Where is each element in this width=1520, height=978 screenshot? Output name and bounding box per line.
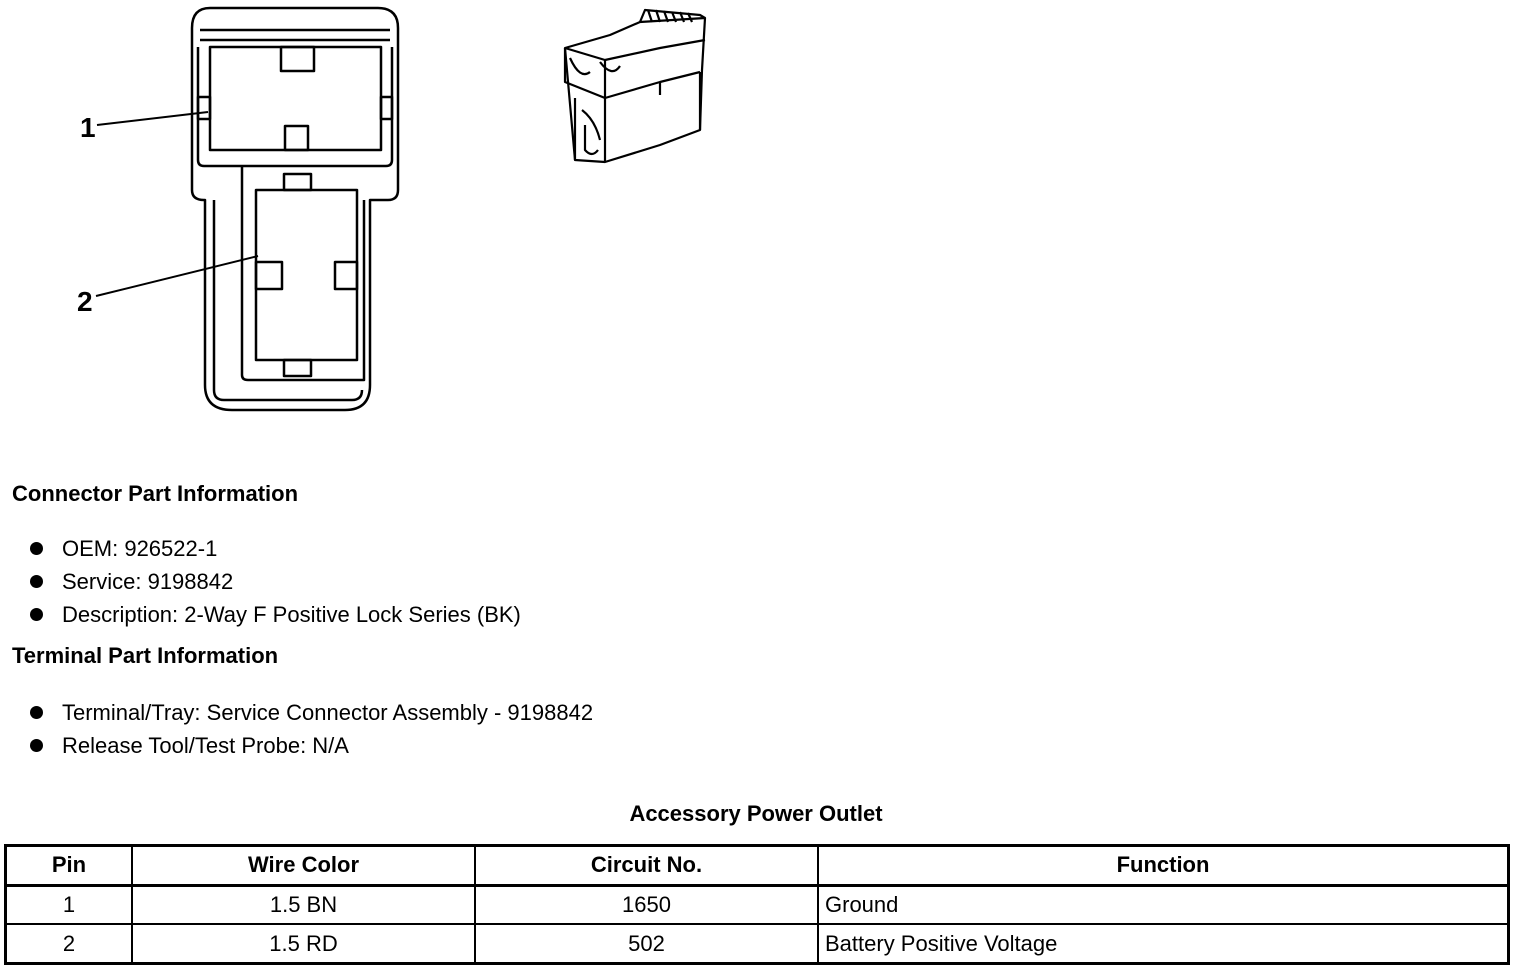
list-item: Service: 9198842 [0, 565, 521, 598]
cell-circuit-no: 1650 [474, 884, 819, 925]
connector-service-text: Service: 9198842 [62, 569, 234, 594]
connector-part-information-heading: Connector Part Information [12, 481, 299, 506]
cavity-2-outline [254, 188, 359, 362]
connector-outer-housing [190, 6, 400, 412]
connector-isometric-view [563, 8, 707, 164]
bullet-icon [30, 608, 43, 621]
list-item: OEM: 926522-1 [0, 532, 521, 565]
bullet-icon [30, 575, 43, 588]
bullet-icon [30, 542, 43, 555]
list-item: Terminal/Tray: Service Connector Assembl… [0, 696, 593, 729]
cell-wire-color: 1.5 BN [131, 884, 476, 925]
callout-label-2: 2 [77, 286, 93, 317]
terminal-part-information-list: Terminal/Tray: Service Connector Assembl… [0, 696, 593, 762]
bullet-icon [30, 706, 43, 719]
column-header-wire-color: Wire Color [131, 845, 476, 887]
cell-pin: 1 [5, 884, 133, 925]
bullet-icon [30, 739, 43, 752]
table-row: 1 1.5 BN 1650 Ground [5, 884, 1509, 925]
connector-face-view-drawing [95, 6, 707, 412]
terminal-part-information-heading: Terminal Part Information [12, 643, 279, 668]
cell-wire-color: 1.5 RD [131, 923, 476, 964]
pinout-table: Pin Wire Color Circuit No. Function 1 1.… [4, 844, 1510, 965]
cavity-1-outline [208, 45, 383, 152]
release-tool-text: Release Tool/Test Probe: N/A [62, 733, 349, 758]
table-row: 2 1.5 RD 502 Battery Positive Voltage [5, 923, 1509, 964]
connector-oem-text: OEM: 926522-1 [62, 536, 218, 561]
list-item: Description: 2-Way F Positive Lock Serie… [0, 598, 521, 631]
table-header-row: Pin Wire Color Circuit No. Function [5, 845, 1509, 887]
callout-label-1: 1 [80, 112, 96, 143]
connector-part-information-list: OEM: 926522-1 Service: 9198842 Descripti… [0, 532, 521, 631]
cell-function: Battery Positive Voltage [817, 923, 1509, 964]
list-item: Release Tool/Test Probe: N/A [0, 729, 593, 762]
cell-circuit-no: 502 [474, 923, 819, 964]
column-header-function: Function [817, 845, 1509, 887]
column-header-pin: Pin [5, 845, 133, 887]
terminal-tray-text: Terminal/Tray: Service Connector Assembl… [62, 700, 594, 725]
cell-function: Ground [817, 884, 1509, 925]
table-title: Accessory Power Outlet [629, 801, 883, 826]
cell-pin: 2 [5, 923, 133, 964]
callout-2-leader [95, 255, 259, 297]
connector-description-text: Description: 2-Way F Positive Lock Serie… [62, 602, 521, 627]
callout-1-leader [96, 111, 209, 126]
column-header-circuit-no: Circuit No. [474, 845, 819, 887]
